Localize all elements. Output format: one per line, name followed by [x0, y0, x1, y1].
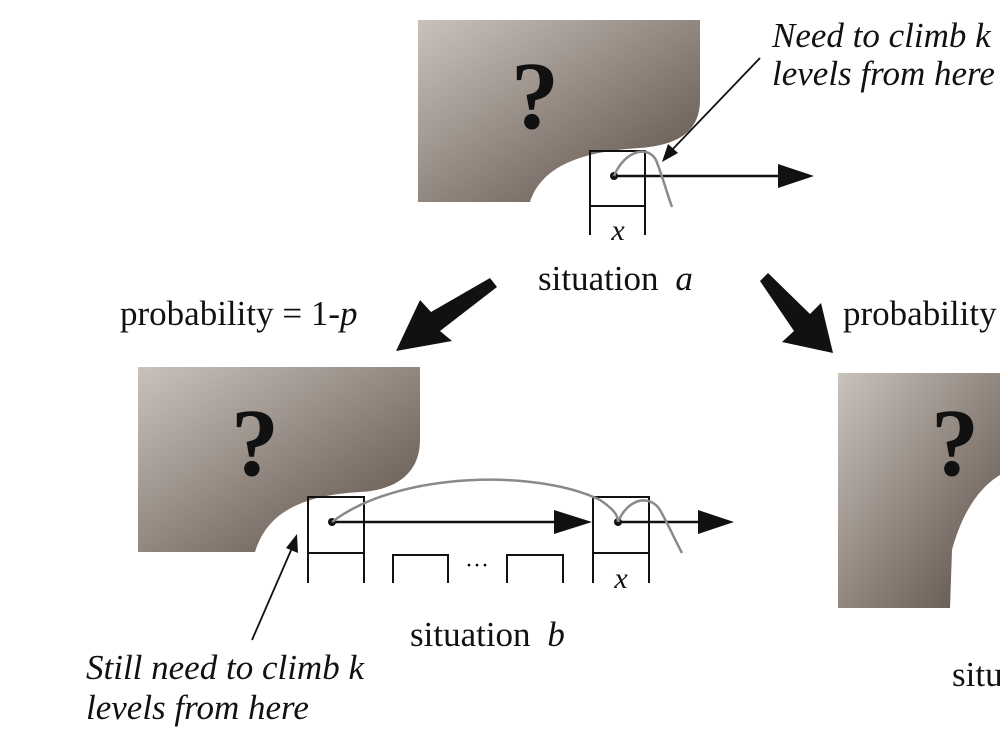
- situation-b: ? ··· x Still need to climb k levels fro…: [86, 367, 734, 727]
- annotation-pointer-a: [669, 57, 761, 153]
- unknown-region-block-b: [138, 367, 420, 552]
- climb-curve-b-long: [331, 478, 620, 523]
- unknown-symbol-b: ?: [231, 389, 279, 496]
- node-label-b: x: [613, 562, 628, 595]
- arrowhead-a: [778, 164, 814, 188]
- caption-b: situation b: [410, 615, 565, 654]
- annotation-arrowhead-b: [286, 534, 298, 553]
- annotation-line1-b: Still need to climb k: [86, 648, 365, 687]
- caption-b-text: situation: [410, 615, 531, 654]
- caption-a-var: a: [675, 259, 693, 298]
- unknown-symbol-c: ?: [931, 389, 979, 496]
- branch-arrow-right: [760, 273, 833, 353]
- arrowhead-b-target: [698, 510, 734, 534]
- intermediate-node-2: [506, 554, 564, 583]
- annotation-line2-b: levels from here: [86, 688, 309, 727]
- climb-curve-a: [612, 150, 674, 208]
- branch-left: probability = 1-p: [120, 278, 497, 351]
- climb-curve-b-short: [616, 499, 684, 554]
- branch-arrow-left: [396, 278, 497, 351]
- node-cell-b-start: [307, 496, 365, 554]
- caption-a: situation a: [538, 259, 693, 298]
- caption-a-text: situation: [538, 259, 659, 298]
- situation-a: ? x Need to climb k levels from here sit…: [418, 16, 995, 298]
- caption-c-partial: situ: [952, 655, 1000, 694]
- probability-right: probability: [843, 294, 997, 333]
- annotation-line1-a: Need to climb k: [771, 16, 992, 55]
- intermediate-node-1: [392, 554, 449, 583]
- probability-left: probability = 1-p: [120, 294, 357, 333]
- branch-right: probability: [760, 273, 997, 353]
- node-cell-a: [589, 150, 646, 207]
- probability-left-text: probability = 1-: [120, 294, 340, 333]
- node-label-a: x: [610, 214, 625, 247]
- annotation-arrowhead-a: [662, 144, 678, 162]
- situation-c: ? situ: [838, 373, 1000, 694]
- caption-b-var: b: [547, 615, 565, 654]
- node-cell-b-target: [592, 496, 650, 554]
- annotation-pointer-b: [251, 547, 293, 641]
- unknown-region-block-a: [418, 20, 700, 202]
- annotation-line2-a: levels from here: [772, 54, 995, 93]
- unknown-region-block-c: [838, 373, 1000, 608]
- ellipsis: ···: [465, 553, 489, 579]
- probability-left-var: p: [337, 294, 358, 333]
- unknown-symbol-a: ?: [511, 42, 559, 149]
- arrowhead-b-start: [554, 510, 592, 534]
